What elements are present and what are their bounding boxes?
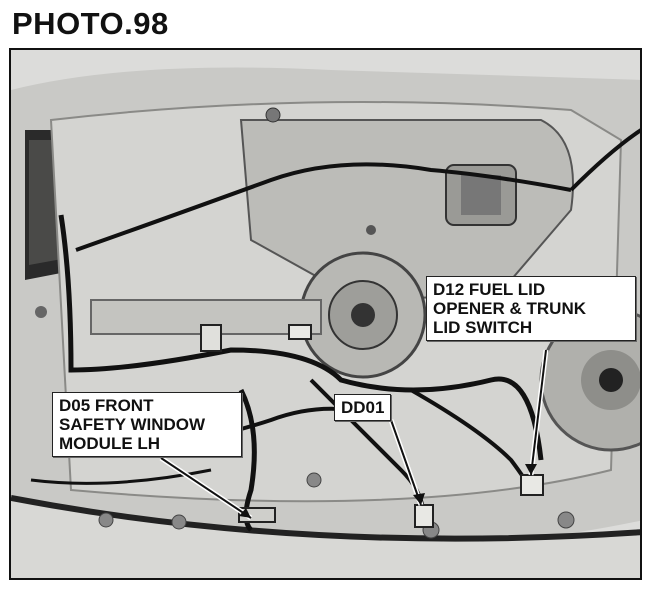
callout-dd01: DD01 <box>334 394 392 421</box>
callout-d12-fuel-lid-opener-trunk-lid-switch: D12 FUEL LID OPENER & TRUNK LID SWITCH <box>426 276 636 341</box>
photo-title: PHOTO.98 <box>12 6 169 41</box>
callout-d05-front-safety-window-module-lh: D05 FRONT SAFETY WINDOW MODULE LH <box>52 392 242 457</box>
